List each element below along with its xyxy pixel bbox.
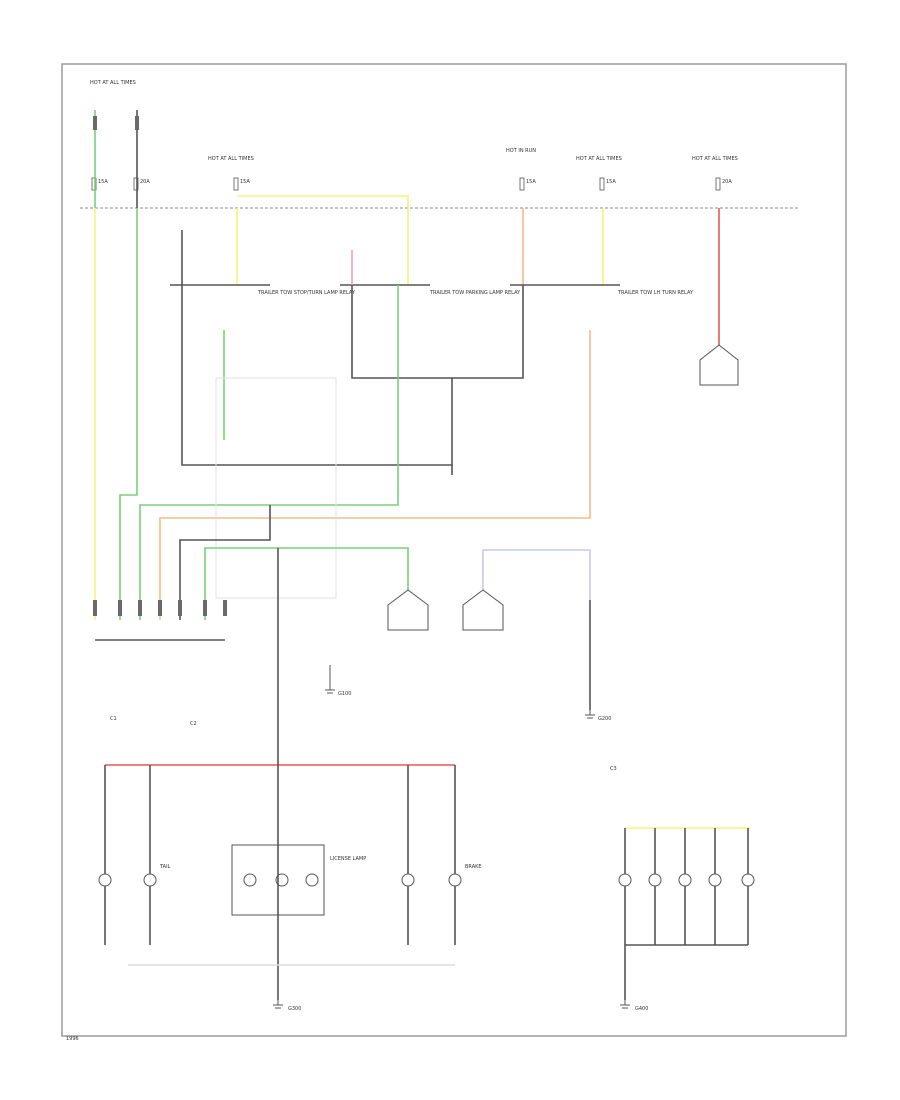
lamp-assembly-center: LICENSE LAMP [231,740,366,1000]
fuse-6 [715,177,721,191]
wire-relay-a-left [181,230,452,466]
relay-c-label: TRAILER TOW LH TURN RELAY [617,290,694,296]
fuse-label-left: HOT AT ALL TIMES [90,80,136,86]
fuse-5 [599,177,605,191]
lamp-r1 [401,873,415,887]
wire-relay-b-mid [351,285,524,379]
wire-yellow-top [237,195,409,285]
lamp-bank: G400 C3 [610,766,755,1012]
wire-black-mid [179,505,271,620]
fuse-label-4: HOT AT ALL TIMES [692,156,738,162]
relay-b-label: TRAILER TOW PARKING LAMP RELAY [429,290,521,296]
conn-pin-5 [178,600,182,616]
bank-lamp-4 [708,873,722,887]
connector-top-1 [93,116,97,130]
bank-lamp-5 [741,873,755,887]
fuse-set [91,177,721,191]
wire-orange-2 [159,330,591,620]
wire-lavender [482,549,591,600]
fuse-label-2: HOT IN RUN [506,148,536,154]
lamp-l2 [143,873,157,887]
lamp-c3 [305,873,319,887]
lamp-assembly-left: TAIL [98,765,171,945]
license-label: LICENSE LAMP [330,856,366,862]
diagram-frame [61,63,847,1037]
connector-c2-label: C2 [190,721,197,727]
lamp-r2 [448,873,462,887]
trailer-connector-right [462,589,504,631]
fuse-2 [133,177,139,191]
wire-green-mid [204,547,409,620]
ground-4 [620,1000,630,1009]
lamp-r-label: BRAKE [465,864,482,870]
wire-relay-b-green [139,285,399,620]
fuse-rating-5: 15A [606,179,616,185]
conn-pin-3 [138,600,142,616]
conn-pin-6 [203,600,207,616]
fuse-rating-2: 20A [140,179,150,185]
fuse-4 [519,177,525,191]
wire-green-left [119,208,138,620]
mirror-box [215,377,337,599]
fuse-rating-3: 15A [240,179,250,185]
lamp-c1 [243,873,257,887]
conn-pin-1 [93,600,97,616]
lamp-l-label: TAIL [159,864,171,870]
lamp-l1 [98,873,112,887]
relay-a-label: TRAILER TOW STOP/TURN LAMP RELAY [257,290,356,296]
fuse-rating-1: 15A [98,179,108,185]
trailer-connector-left [387,589,429,631]
lamp-housing-right [699,344,739,386]
ground-3-label: G300 [288,1006,301,1012]
ground-4-label: G400 [635,1006,648,1012]
connector-c1-label: C1 [110,716,117,722]
connector-column [93,600,227,616]
fuse-1 [91,177,97,191]
fuse-label-3: HOT AT ALL TIMES [576,156,622,162]
lamp-c2 [275,873,289,887]
lamp-assembly-right: BRAKE [401,765,482,945]
ground-3 [273,1000,283,1009]
bank-lamp-1 [618,873,632,887]
ground-2 [585,710,595,719]
bank-lamp-2 [648,873,662,887]
fuse-rating-4: 15A [526,179,536,185]
conn-pin-4 [158,600,162,616]
ground-1-label: G100 [338,691,351,697]
conn-pin-7 [223,600,227,616]
page-number: 1996 [66,1036,79,1042]
fuse-rating-6: 20A [722,179,732,185]
fuse-label-1: HOT AT ALL TIMES [208,156,254,162]
bank-lamp-3 [678,873,692,887]
conn-pin-2 [118,600,122,616]
connector-c3-label: C3 [610,766,617,772]
fuse-3 [233,177,239,191]
ground-1 [325,665,335,694]
ground-2-label: G200 [598,716,611,722]
connector-top-2 [135,116,139,130]
